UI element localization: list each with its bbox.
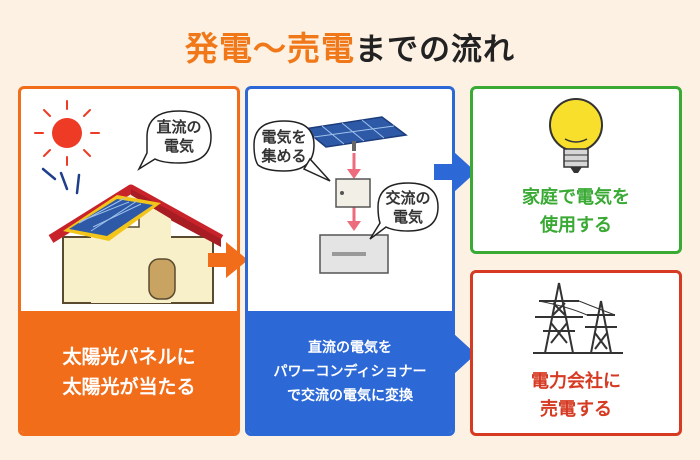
- step1-caption: 太陽光パネルに 太陽光が当たる: [21, 311, 237, 433]
- page-title: 発電〜売電までの流れ: [0, 22, 700, 70]
- house-icon: [48, 184, 224, 304]
- step-household-panel: 家庭で電気を 使用する: [470, 86, 682, 254]
- power-conditioner-illustration: [253, 116, 439, 274]
- bubble-dc-power: 直流の 電気: [156, 118, 202, 155]
- inverter-box-icon: [319, 234, 389, 274]
- step-power-conditioner-panel: 電気を 集める 交流の 電気 直流の電気を パワーコンディショナー で交流の電気…: [245, 86, 455, 436]
- sun-icon: [34, 100, 100, 166]
- solar-array-icon: [302, 116, 408, 151]
- arrow-right-icon: [208, 242, 248, 278]
- step-solar-panel: 直流の 電気 太陽光パネルに 太陽光が当たる: [18, 86, 240, 436]
- bubble-ac-power: 交流の 電気: [385, 189, 431, 226]
- step-sell-panel: 電力会社に 売電する: [470, 270, 682, 436]
- title-rest: までの流れ: [355, 32, 515, 68]
- step4-caption: 電力会社に 売電する: [531, 371, 621, 420]
- arrow-right-icon: [434, 152, 476, 192]
- title-accent: 発電〜売電: [185, 29, 355, 68]
- step2-caption: 直流の電気を パワーコンディショナー で交流の電気に変換: [248, 311, 452, 433]
- light-bulb-icon: [549, 98, 603, 173]
- house-solar-illustration: [34, 100, 224, 304]
- solar-panel-icon: [63, 195, 161, 241]
- bubble-collect-power: 電気を 集める: [261, 128, 307, 165]
- step3-caption: 家庭で電気を 使用する: [522, 187, 630, 236]
- transmission-tower-icon: [533, 282, 623, 354]
- arrow-right-icon: [434, 334, 476, 374]
